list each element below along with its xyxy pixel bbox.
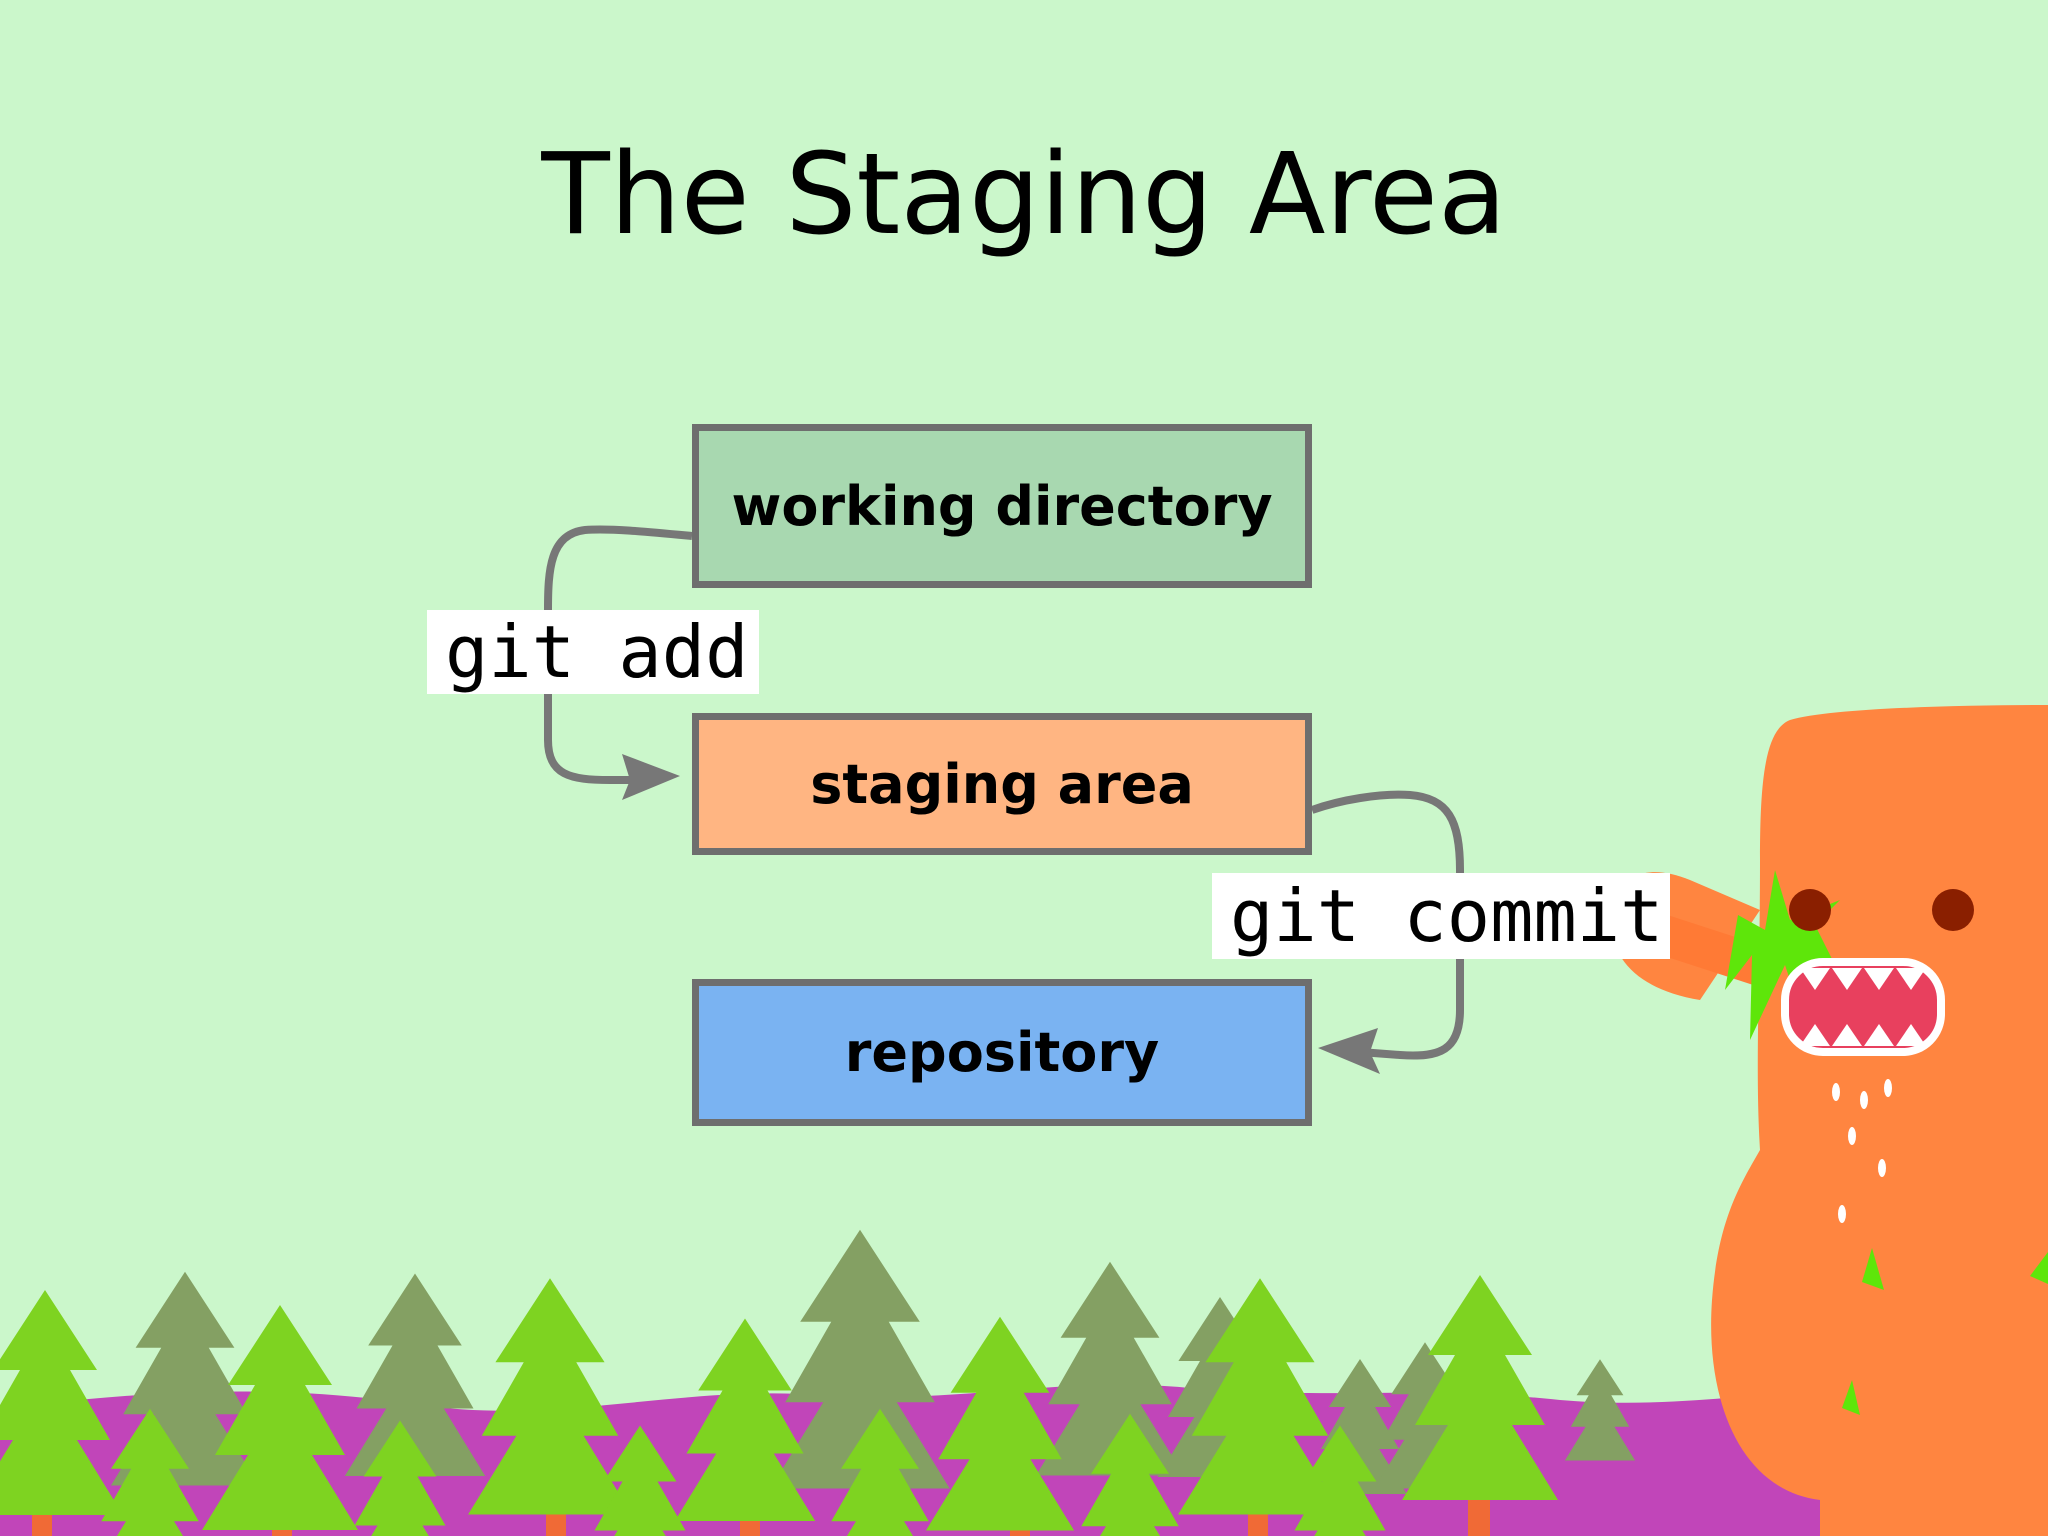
node-repository-label: repository (844, 1021, 1160, 1084)
node-repository: repository (692, 979, 1312, 1126)
crumb (1862, 1248, 1884, 1290)
monster-eye-left (1789, 889, 1831, 931)
edge-git-commit (1310, 790, 1464, 1060)
node-staging-area: staging area (692, 713, 1312, 855)
node-staging-area-label: staging area (810, 752, 1194, 816)
node-working-directory-label: working directory (731, 474, 1273, 538)
monster-drool (1832, 1079, 1892, 1223)
edge-label-git-commit: git commit (1212, 873, 1670, 959)
monster-teeth (1800, 968, 1926, 1046)
monster-mouth (1781, 958, 1945, 1056)
edge-git-commit-arrowhead (1318, 1028, 1380, 1074)
edge-git-add (544, 525, 693, 784)
crumb (2030, 1252, 2048, 1284)
monster-illustration (1611, 705, 2048, 1536)
monster-eye-right (1932, 889, 1974, 931)
edge-label-git-add: git add (427, 610, 759, 694)
edge-git-add-arrowhead (622, 754, 680, 800)
node-working-directory: working directory (692, 424, 1312, 588)
slide-title: The Staging Area (541, 130, 1507, 260)
crumb (1842, 1380, 1860, 1415)
monster-body (1711, 705, 2048, 1536)
